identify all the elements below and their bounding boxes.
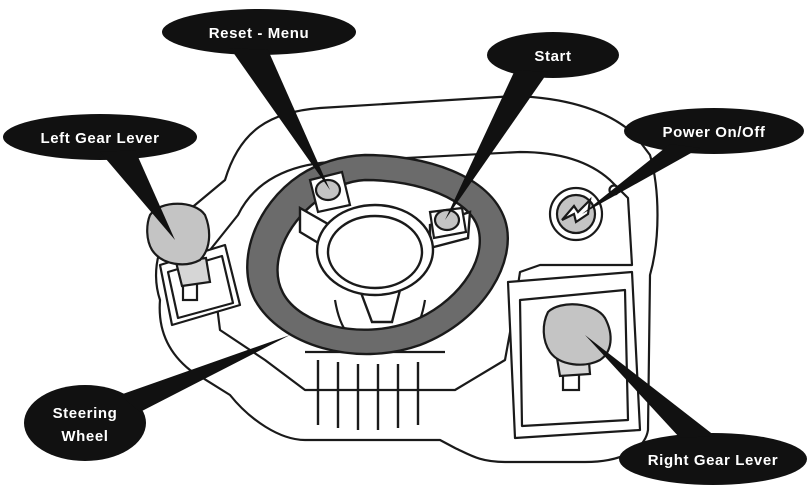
right-gear-lever[interactable] (542, 303, 612, 392)
label-reset-menu: Reset - Menu (209, 25, 310, 42)
callout-steering-wheel: Steering Wheel (24, 335, 290, 461)
label-start: Start (534, 48, 571, 65)
label-steering-line1: Steering (53, 405, 118, 422)
callout-start: Start (445, 32, 619, 220)
callout-power: Power On/Off (582, 108, 804, 214)
label-left-gear-lever: Left Gear Lever (40, 130, 159, 147)
label-steering-line2: Wheel (61, 428, 108, 445)
label-power: Power On/Off (662, 124, 765, 141)
power-knob[interactable] (548, 186, 604, 242)
callout-reset-menu: Reset - Menu (162, 9, 356, 190)
label-right-gear-lever: Right Gear Lever (648, 452, 778, 469)
steering-wheel[interactable] (246, 153, 509, 356)
callout-left-gear-lever: Left Gear Lever (3, 114, 197, 240)
callout-right-gear-lever: Right Gear Lever (585, 335, 807, 485)
